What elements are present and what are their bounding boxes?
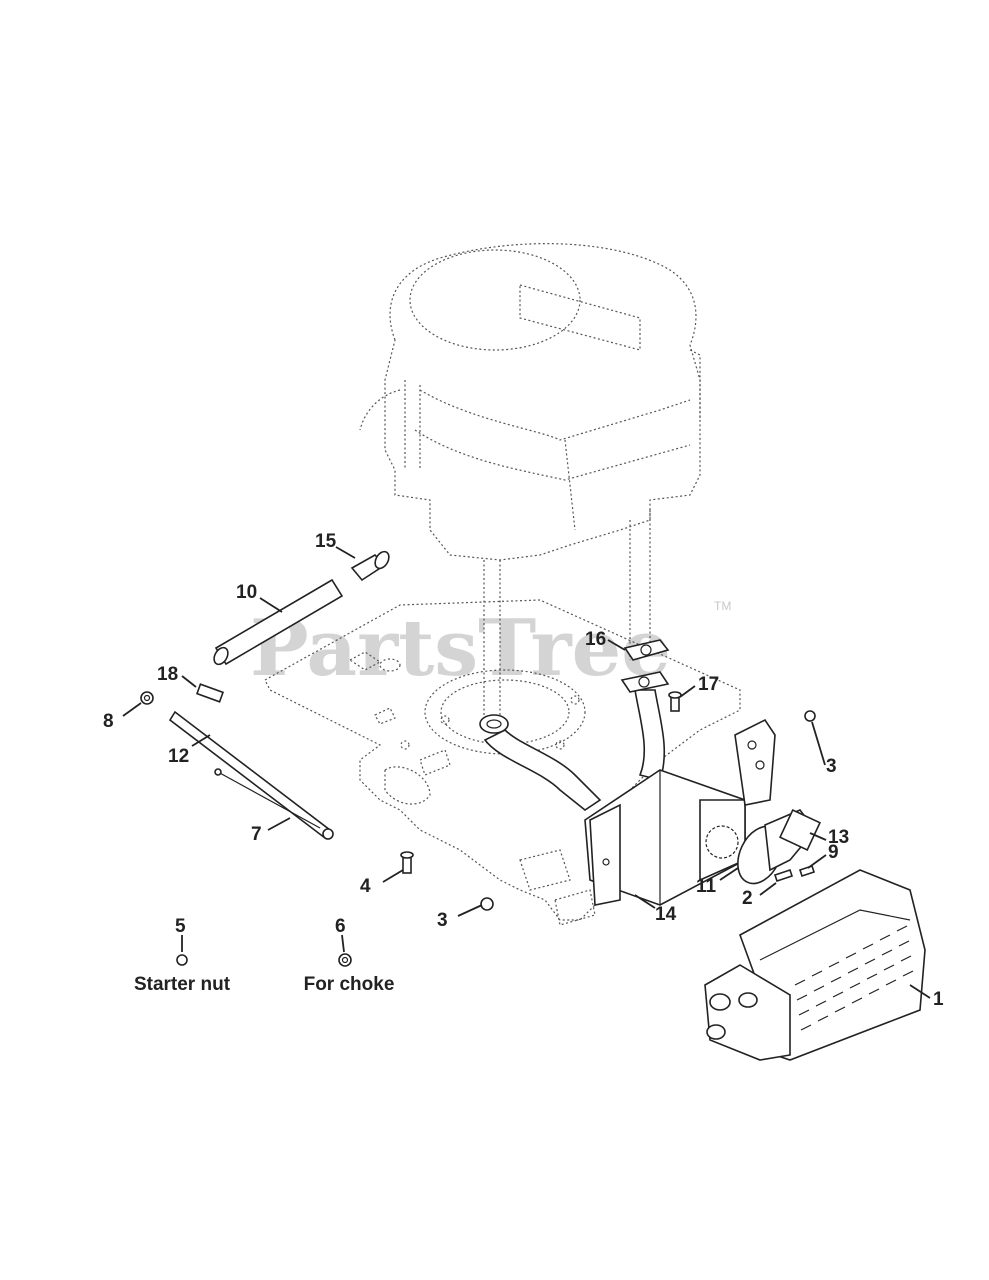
- frame-outline: [264, 599, 741, 926]
- engine-studs: [483, 510, 651, 715]
- gasket-16: [623, 639, 670, 661]
- watermark-trademark: TM: [714, 599, 731, 613]
- muffler: [584, 769, 746, 906]
- callout-3-upper: 3: [826, 756, 837, 777]
- callout-15: 15: [315, 531, 337, 552]
- callout-6: 6: [335, 916, 346, 937]
- callout-10: 10: [236, 582, 257, 603]
- callout-8: 8: [103, 711, 114, 732]
- callout-2: 2: [742, 888, 753, 909]
- screw-9: [798, 864, 816, 878]
- callout-18: 18: [157, 664, 178, 685]
- bolt-4: [400, 851, 414, 874]
- nut-3-lower: [480, 897, 494, 911]
- note-starter-nut: Starter nut: [134, 974, 231, 995]
- spark-arrestor: [737, 809, 821, 885]
- callout-labels: 1 2 3 3 4 5 6 7 8 9 10 11 12 13 14 15 16…: [103, 531, 944, 1010]
- watermark-text: PartsTree: [250, 603, 671, 694]
- callout-11: 11: [696, 876, 717, 897]
- engine-outline: [359, 243, 701, 561]
- leader-lines: [122, 546, 931, 999]
- nut-6: [338, 953, 352, 967]
- gasket-upper-pipe: [620, 671, 670, 693]
- heat-shield: [704, 869, 926, 1061]
- spring-18: [195, 683, 225, 703]
- cable-tie-7: [214, 768, 321, 829]
- rod-12: [168, 710, 334, 840]
- callout-1: 1: [933, 989, 944, 1010]
- callout-4: 4: [360, 876, 371, 897]
- callout-17: 17: [698, 674, 719, 695]
- callout-7: 7: [251, 824, 262, 845]
- callout-9: 9: [828, 842, 839, 863]
- callout-16: 16: [585, 629, 606, 650]
- fitting-15: [350, 550, 390, 582]
- callout-13: 13: [828, 827, 849, 848]
- callout-5: 5: [175, 916, 186, 937]
- exhaust-port-gasket-left: [479, 714, 509, 734]
- callout-12: 12: [168, 746, 189, 767]
- bolt-17: [668, 691, 682, 712]
- callout-3-lower: 3: [437, 910, 448, 931]
- tube-10: [213, 578, 344, 666]
- callout-14: 14: [655, 904, 677, 925]
- note-for-choke: For choke: [304, 974, 395, 995]
- nut-8: [140, 691, 154, 705]
- muffler-bracket-left: [589, 803, 621, 906]
- nut-5: [176, 954, 188, 966]
- notes: Starter nut For choke: [134, 974, 394, 995]
- bolt-3-upper: [804, 710, 816, 722]
- muffler-bracket-right: [734, 718, 776, 806]
- screw-2: [773, 868, 794, 883]
- watermark: PartsTree TM: [250, 599, 731, 694]
